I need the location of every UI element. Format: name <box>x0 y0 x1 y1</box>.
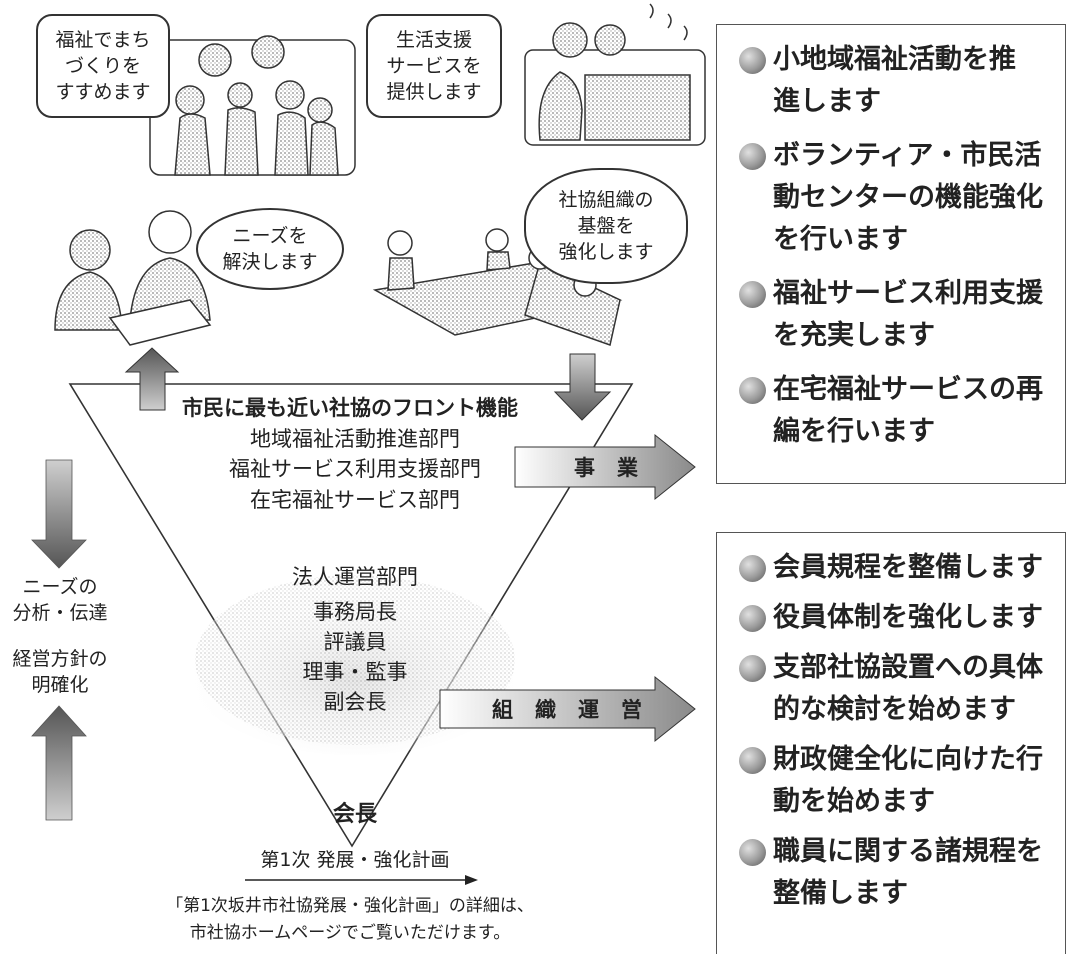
goal-line: 会員規程を整備します <box>773 552 1043 583</box>
soshiki-arrow <box>439 675 696 743</box>
soshiki-goals-box: 会員規程を整備します 役員体制を強化します 支部社協設置への具体 的な検討を始め… <box>716 532 1066 954</box>
bubble-line: 解決します <box>222 251 318 273</box>
front-function-title: 市民に最も近い社協のフロント機能 <box>182 396 518 420</box>
goal-item: 財政健全化に向けた行 動を始めます <box>739 739 1047 823</box>
goal-line: 財政健全化に向けた行 <box>773 744 1043 775</box>
goal-item: 福祉サービス利用支援 を充実します <box>739 273 1047 357</box>
bubble-line: ニーズを <box>232 225 308 247</box>
label-line: 経営方針の <box>12 648 108 670</box>
bubble-line: 生活支援 <box>395 29 472 51</box>
goal-line: 進します <box>773 86 881 117</box>
corp-dept-title: 法人運営部門 <box>292 565 418 589</box>
goal-item: ボランティア・市民活 動センターの機能強化 を行います <box>739 135 1047 261</box>
jigyo-goals-box: 小地域福祉活動を推 進します ボランティア・市民活 動センターの機能強化 を行い… <box>716 24 1066 484</box>
bubble-line: 提供します <box>386 81 482 103</box>
label-line: 明確化 <box>31 674 89 696</box>
bubble-line: 福祉でまち <box>55 29 151 51</box>
up-arrow-to-counseling <box>124 347 180 411</box>
goal-line: を行います <box>773 224 908 255</box>
left-down-arrow <box>31 459 87 569</box>
front-dept-support: 福祉サービス利用支援部門 <box>229 457 481 481</box>
counseling-illustration <box>54 210 212 346</box>
goal-line: を充実します <box>773 320 935 351</box>
goal-item: 支部社協設置への具体 的な検討を始めます <box>739 647 1047 731</box>
bullet-icon <box>739 839 766 866</box>
bubble-kiban: 社協組織の 基盤を 強化します <box>524 168 688 284</box>
role-secretary-general: 事務局長 <box>313 600 397 624</box>
goal-line: 福祉サービス利用支援 <box>773 278 1043 309</box>
bubble-needs: ニーズを 解決します <box>196 208 344 290</box>
soshiki-label: 組織運営 <box>492 698 664 722</box>
bullet-icon <box>739 555 766 582</box>
goal-item: 小地域福祉活動を推 進します <box>739 39 1047 123</box>
bubble-machizukuri: 福祉でまち づくりを すすめます <box>36 14 170 118</box>
bathing-care-illustration <box>524 3 706 146</box>
plan-label: 第1次 発展・強化計画 <box>260 849 450 871</box>
plan-timeline-arrow <box>245 875 478 885</box>
goal-line: 整備します <box>773 878 908 909</box>
goal-line: 動を始めます <box>773 786 935 817</box>
jigyo-label: 事業 <box>574 456 660 480</box>
bubble-line: 基盤を <box>577 215 635 237</box>
goal-line: 小地域福祉活動を推 <box>773 44 1016 75</box>
policy-label: 経営方針の 明確化 <box>0 646 120 698</box>
note-line: 「第1次坂井市社協発展・強化計画」の詳細は、 <box>166 896 534 916</box>
goal-line: 動センターの機能強化 <box>773 182 1043 213</box>
bullet-icon <box>739 47 766 74</box>
role-councilors: 評議員 <box>323 630 387 654</box>
down-arrow-from-meeting <box>553 353 612 421</box>
goal-line: 的な検討を始めます <box>773 694 1016 725</box>
goal-line: 職員に関する諸規程を <box>773 836 1043 867</box>
needs-analysis-label: ニーズの 分析・伝達 <box>0 574 120 626</box>
goal-line: 支部社協設置への具体 <box>773 652 1043 683</box>
jigyo-arrow <box>514 433 696 501</box>
bullet-icon <box>739 281 766 308</box>
bubble-line: すすめます <box>55 81 151 103</box>
role-vice-president: 副会長 <box>323 690 387 714</box>
bubble-line: 社協組織の <box>558 189 654 211</box>
role-directors-auditors: 理事・監事 <box>302 660 408 684</box>
goal-line: 在宅福祉サービスの再 <box>773 374 1043 405</box>
goal-item: 会員規程を整備します <box>739 547 1047 589</box>
note-line: 市社協ホームページでご覧いただけます。 <box>189 923 511 943</box>
front-dept-community: 地域福祉活動推進部門 <box>250 427 460 451</box>
goal-line: ボランティア・市民活 <box>773 140 1042 171</box>
bubble-line: づくりを <box>64 55 141 77</box>
left-up-arrow <box>31 705 87 821</box>
label-line: 分析・伝達 <box>12 602 108 624</box>
bullet-icon <box>739 377 766 404</box>
goal-line: 編を行います <box>773 416 935 447</box>
bullet-icon <box>739 605 766 632</box>
plan-note: 「第1次坂井市社協発展・強化計画」の詳細は、 市社協ホームページでご覧いただけま… <box>70 893 630 947</box>
goal-line: 役員体制を強化します <box>773 602 1043 633</box>
goal-item: 職員に関する諸規程を 整備します <box>739 831 1047 915</box>
bubble-line: 強化します <box>558 241 654 263</box>
goal-item: 役員体制を強化します <box>739 597 1047 639</box>
role-president: 会長 <box>332 802 377 827</box>
bullet-icon <box>739 747 766 774</box>
bullet-icon <box>739 143 766 170</box>
goal-item: 在宅福祉サービスの再 編を行います <box>739 369 1047 453</box>
label-line: ニーズの <box>22 576 98 598</box>
front-dept-homecare: 在宅福祉サービス部門 <box>250 488 460 512</box>
bubble-line: サービスを <box>386 55 482 77</box>
bubble-seikatsu: 生活支援 サービスを 提供します <box>366 14 502 118</box>
bullet-icon <box>739 655 766 682</box>
family-illustration <box>149 35 356 176</box>
